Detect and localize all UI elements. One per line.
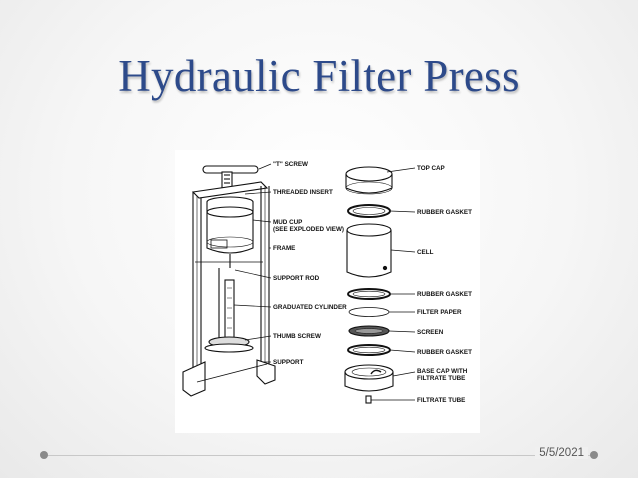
cell [346, 223, 392, 237]
label-mud-cup: MUD CUP [273, 219, 302, 226]
label-support: SUPPORT [273, 359, 304, 366]
rubber-gasket-1 [347, 204, 391, 218]
label-base-cap-with: BASE CAP WITH [417, 368, 468, 375]
label-top-cap: TOP CAP [417, 165, 445, 172]
label-filtrate-tube: FILTRATE TUBE [417, 397, 465, 404]
footer-dot-left [40, 451, 48, 459]
press-leader-lines [233, 163, 272, 363]
label-support-rod: SUPPORT ROD [273, 275, 320, 282]
label-rubber-gasket-1: RUBBER GASKET [417, 209, 472, 216]
slide-title: Hydraulic Filter Press [118, 51, 520, 101]
rubber-gasket-3 [347, 344, 391, 356]
press-assembly [182, 165, 276, 397]
rubber-gasket-2 [347, 288, 391, 300]
filtrate-tube [365, 395, 372, 404]
exploded-view [344, 166, 394, 404]
top-cap [345, 166, 393, 182]
label-screen: SCREEN [417, 329, 444, 336]
filter-press-diagram: "T" SCREW THREADED INSERT MUD CUP (SEE E… [175, 150, 480, 433]
label-filter-paper: FILTER PAPER [417, 309, 462, 316]
label-base-cap-filtrate-tube: FILTRATE TUBE [417, 375, 465, 382]
filter-paper [348, 307, 390, 317]
label-t-screw: "T" SCREW [273, 161, 308, 168]
label-rubber-gasket-3: RUBBER GASKET [417, 349, 472, 356]
label-cell: CELL [417, 249, 434, 256]
footer-line [44, 455, 594, 456]
label-see-exploded-view: (SEE EXPLODED VIEW) [273, 226, 344, 233]
label-frame: FRAME [273, 245, 295, 252]
support-right-foot [256, 359, 276, 385]
label-thumb-screw: THUMB SCREW [273, 333, 321, 340]
support-left-foot [182, 361, 206, 397]
label-rubber-gasket-2: RUBBER GASKET [417, 291, 472, 298]
label-graduated-cylinder: GRADUATED CYLINDER [273, 304, 347, 311]
diagram-svg: "T" SCREW THREADED INSERT MUD CUP (SEE E… [182, 161, 472, 404]
slide-date: 5/5/2021 [535, 447, 588, 459]
exploded-leader-lines [371, 167, 416, 401]
label-threaded-insert: THREADED INSERT [273, 189, 333, 196]
graduated-cylinder [224, 279, 235, 341]
footer-dot-right [590, 451, 598, 459]
